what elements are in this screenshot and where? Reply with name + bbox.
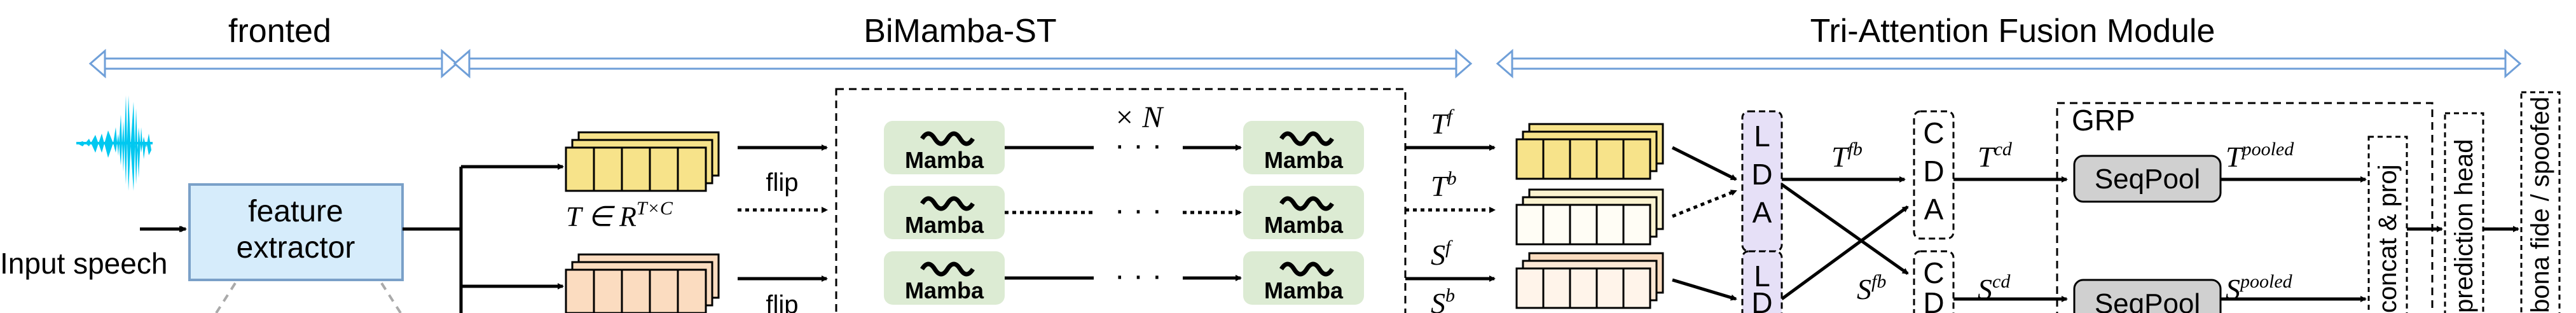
extractor-dashed-line	[215, 282, 402, 313]
fusion-span-arrow	[1512, 57, 2505, 70]
mamba-repeat-dots: · · ·	[1115, 129, 1162, 162]
cda-top-c: C	[1923, 116, 1944, 150]
temporal-shape-label: T ∈ RT×C	[566, 198, 673, 232]
mamba-container	[835, 88, 1407, 313]
mamba-wave-icon	[1279, 196, 1334, 211]
mamba-label: Mamba	[1264, 212, 1344, 238]
output-label: bona fide / spoofed	[2526, 97, 2554, 313]
lda-top-l: L	[1754, 120, 1770, 153]
prediction-head-box	[2444, 112, 2484, 313]
stream-sf-label: Sf	[1431, 237, 1453, 271]
cda-top-a: A	[1924, 193, 1944, 226]
backbone-span-arrow	[469, 57, 1456, 70]
mamba-block: Mamba	[1243, 186, 1364, 239]
mamba-label: Mamba	[905, 277, 984, 303]
stream-tcd-label: Tcd	[1978, 139, 2013, 173]
stream-tb-label: Tb	[1431, 168, 1457, 202]
stream-scd-label: Scd	[1978, 271, 2011, 305]
section-label-backbone: BiMamba-ST	[864, 13, 1056, 50]
sf-output-stack	[1515, 252, 1664, 309]
section-arrows	[88, 48, 2522, 79]
mamba-label: Mamba	[905, 212, 984, 238]
repeat-label: × N	[1114, 101, 1164, 134]
feature-extractor-label-1: feature	[248, 195, 343, 228]
cda-bottom-d: D	[1923, 286, 1944, 313]
mamba-label: Mamba	[1264, 277, 1344, 303]
temporal-feature-stack	[565, 131, 720, 192]
concat-proj-label: concat & proj	[2374, 165, 2402, 313]
mamba-label: Mamba	[1264, 147, 1344, 173]
stream-sfb-label: Sfb	[1857, 271, 1886, 305]
stream-tf-label: Tf	[1431, 106, 1455, 140]
mamba-block: Mamba	[884, 186, 1005, 239]
output-box	[2520, 91, 2561, 313]
input-speech-label: Input speech	[0, 247, 167, 280]
feature-extractor-box	[188, 183, 404, 281]
mamba-block: Mamba	[1243, 251, 1364, 305]
grp-container	[2056, 102, 2434, 313]
mamba-block: Mamba	[884, 121, 1005, 174]
mamba-wave-icon	[920, 196, 975, 211]
stream-spooled-label: Spooled	[2226, 271, 2293, 305]
lda-box-bottom	[1741, 250, 1783, 313]
seqpool-bottom-label: SeqPool	[2095, 288, 2200, 313]
grp-title: GRP	[2072, 104, 2135, 137]
lda-top-a: A	[1753, 196, 1772, 229]
mamba-wave-icon	[1279, 261, 1334, 277]
mamba-repeat-dots: · · ·	[1115, 193, 1162, 227]
stream-tfb-label: Tfb	[1831, 139, 1863, 173]
spectral-feature-stack	[565, 253, 720, 313]
lda-bottom-l: L	[1754, 260, 1770, 293]
section-label-frontend: fronted	[228, 13, 331, 50]
mamba-wave-icon	[1279, 131, 1334, 146]
stream-sb-label: Sb	[1431, 285, 1455, 313]
mamba-label: Mamba	[905, 147, 984, 173]
cda-bottom-c: C	[1923, 256, 1944, 289]
tb-output-stack	[1515, 188, 1664, 246]
mamba-wave-icon	[920, 131, 975, 146]
concat-proj-box	[2367, 136, 2408, 313]
mamba-block: Mamba	[884, 251, 1005, 305]
feature-extractor-label-2: extractor	[237, 231, 355, 265]
stream-arrows	[1405, 144, 1496, 282]
mamba-wave-icon	[920, 261, 975, 277]
cda-box-bottom	[1913, 250, 1955, 313]
waveform-icon	[76, 95, 153, 191]
cda-box-top	[1913, 110, 1955, 240]
lda-bottom-d: D	[1751, 286, 1772, 313]
flip-label-1: flip	[766, 169, 798, 197]
tf-output-stack	[1515, 123, 1664, 180]
frontend-span-arrow	[105, 57, 442, 70]
frontend-span-arrow-heads	[88, 48, 106, 79]
mamba-repeat-dots: · · ·	[1115, 259, 1162, 293]
prediction-head-label: prediction head	[2450, 139, 2478, 313]
seqpool-top-label: SeqPool	[2095, 163, 2200, 195]
seqpool-bottom	[2073, 279, 2222, 313]
stream-tpooled-label: Tpooled	[2226, 139, 2294, 173]
flip-label-2: flip	[766, 291, 798, 313]
cda-top-d: D	[1923, 155, 1944, 188]
section-label-fusion: Tri-Attention Fusion Module	[1810, 13, 2215, 50]
mamba-block: Mamba	[1243, 121, 1364, 174]
lda-top-d: D	[1751, 158, 1772, 191]
